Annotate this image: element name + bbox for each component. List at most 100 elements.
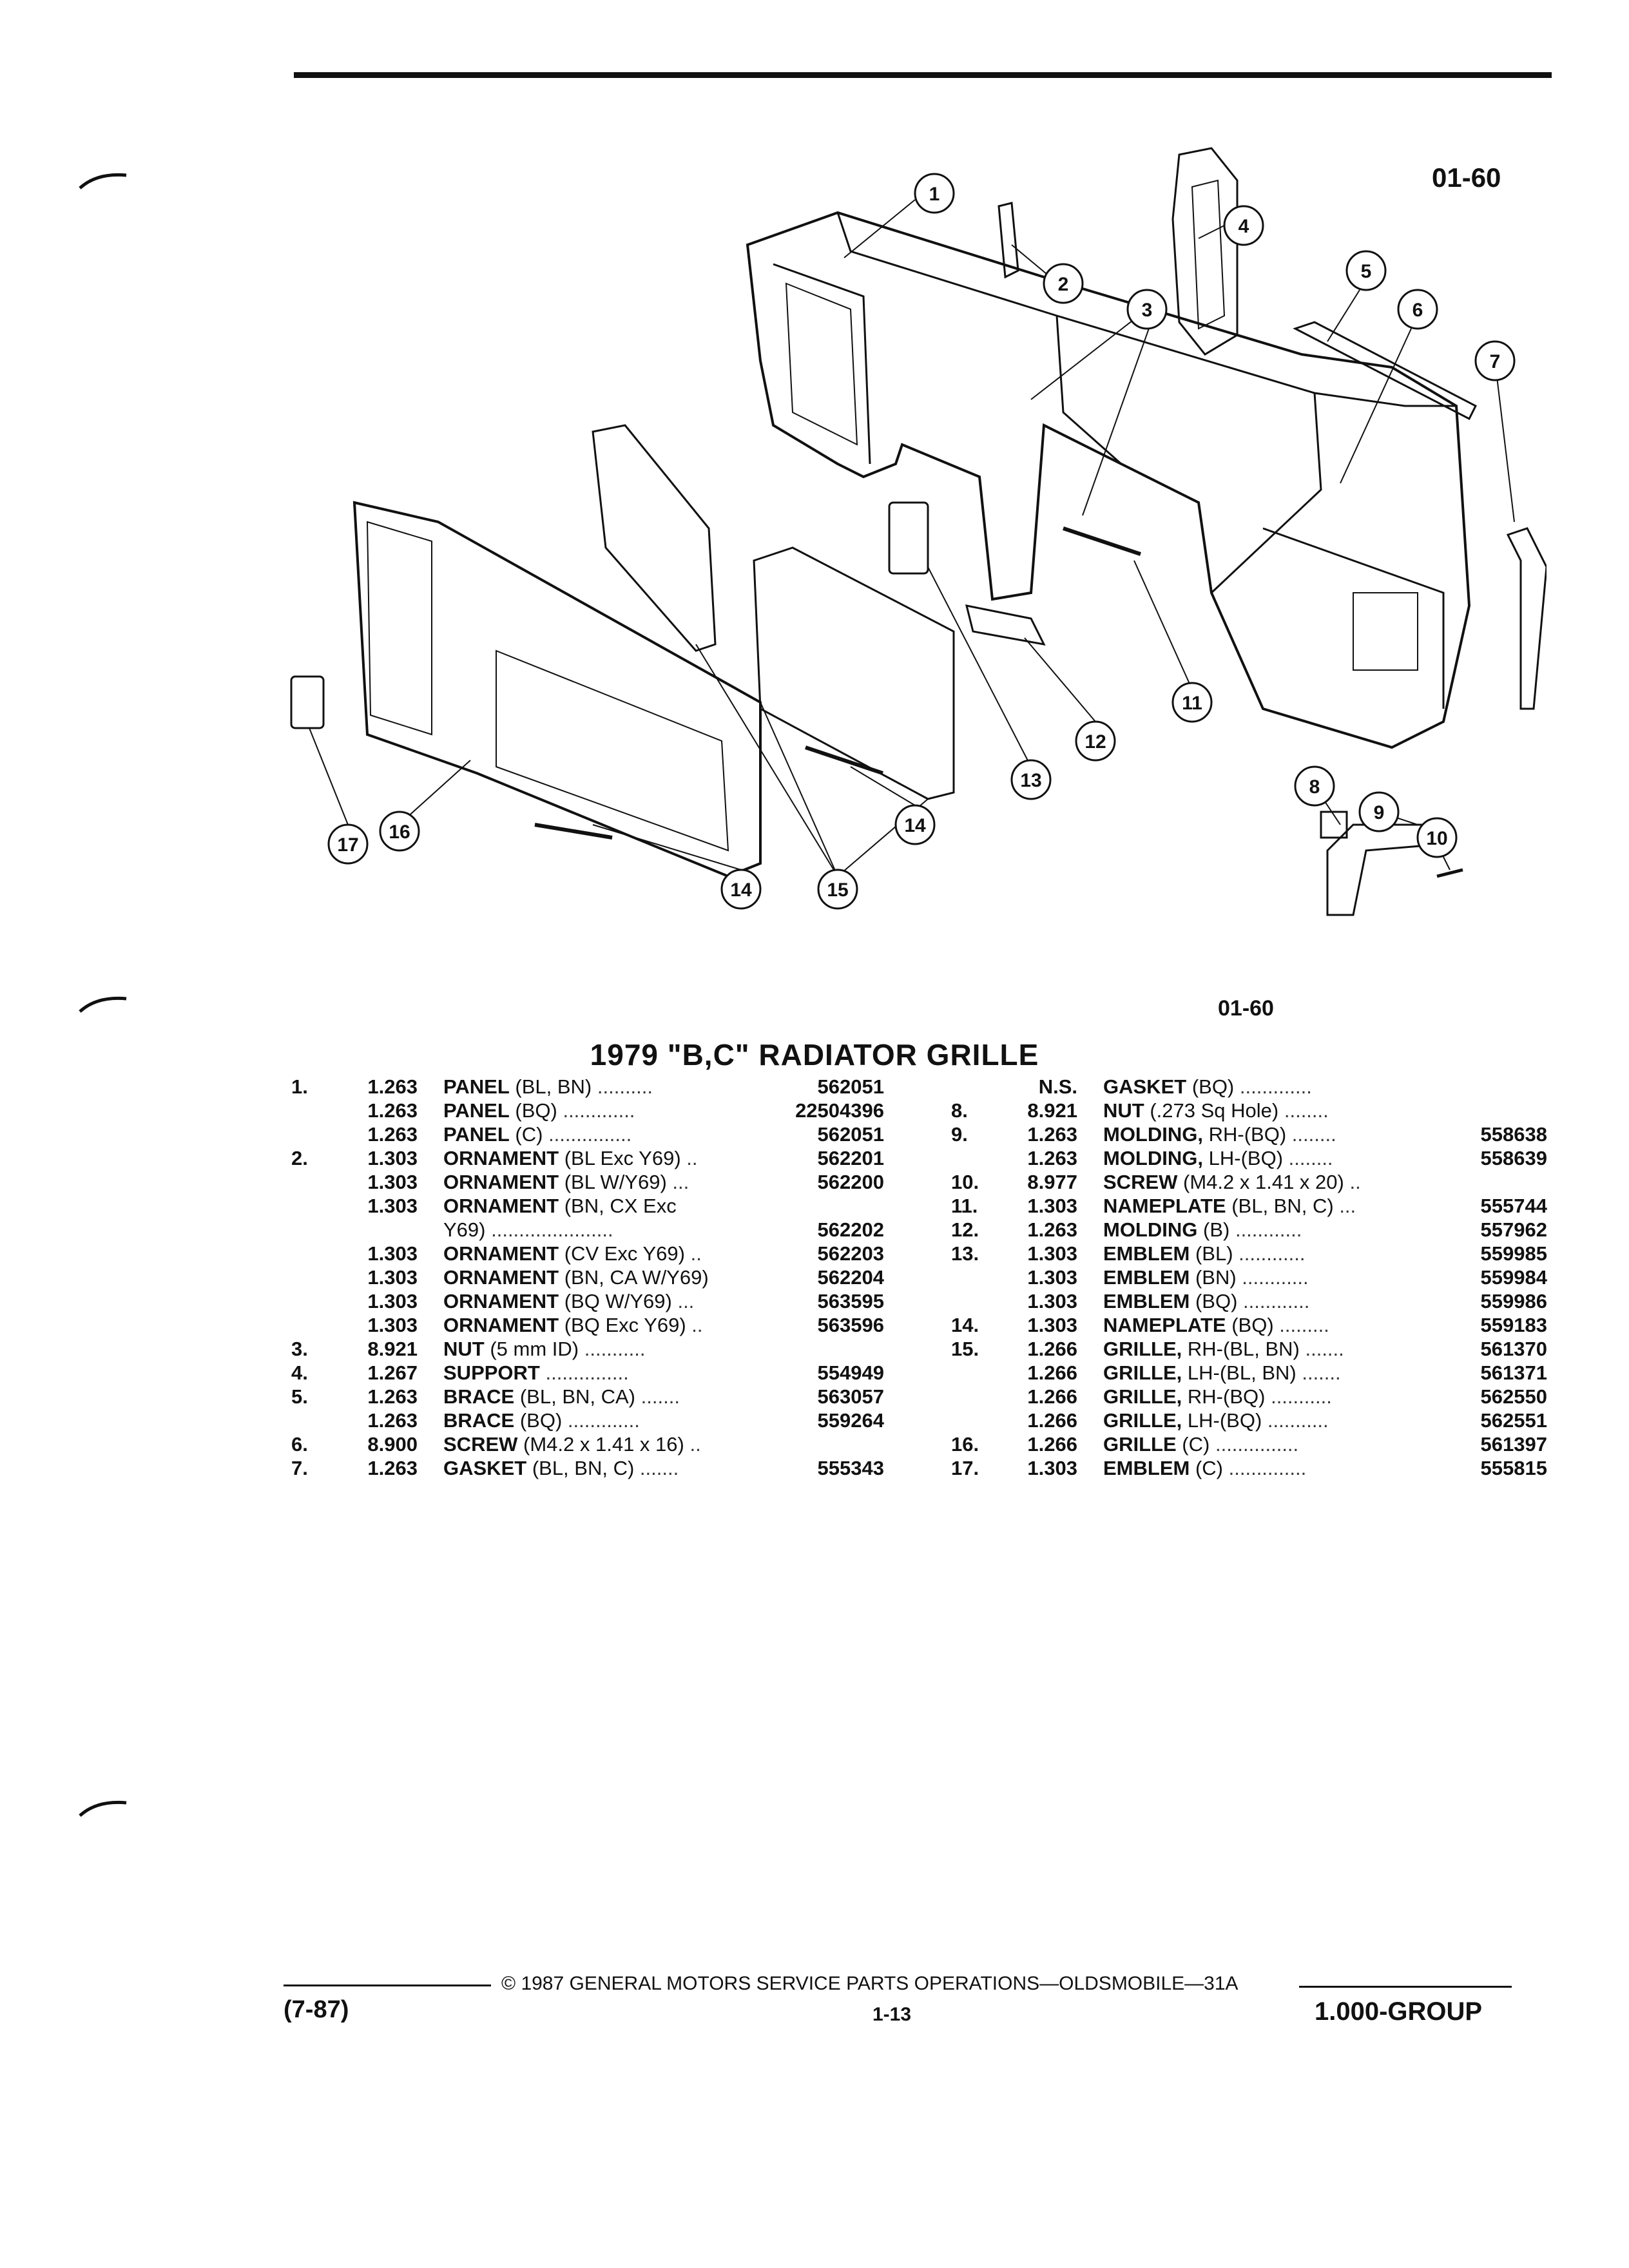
- part-number: 562550: [1480, 1385, 1547, 1408]
- callout: 4: [1223, 205, 1264, 246]
- exploded-parts-diagram: 1 2 3 4 5 6 7 8 9 10 11 12 13 14 14 15 1…: [290, 147, 1547, 916]
- footer-rule: [1299, 1986, 1512, 1988]
- group-code: 1.303: [367, 1266, 418, 1289]
- callout: 14: [894, 804, 936, 845]
- part-name: GRILLE,: [1103, 1409, 1182, 1432]
- part-name: ORNAMENT: [443, 1242, 559, 1265]
- part-name: GRILLE,: [1103, 1338, 1182, 1360]
- group-code: 1.263: [367, 1099, 418, 1122]
- group-code: 1.263: [367, 1457, 418, 1479]
- item-number: 12.: [951, 1218, 979, 1241]
- part-spec: (M4.2 x 1.41 x 20): [1183, 1171, 1344, 1193]
- part-spec: (BQ): [519, 1409, 563, 1432]
- leader-dots: ...: [677, 1290, 695, 1312]
- part-description: MOLDING, LH-(BQ) ........: [1103, 1146, 1451, 1170]
- part-description: ORNAMENT (BL Exc Y69) ..: [443, 1146, 787, 1170]
- svg-text:14: 14: [730, 879, 752, 901]
- part-name: EMBLEM: [1103, 1242, 1190, 1265]
- nameplate-part: [805, 745, 883, 775]
- part-name: NUT: [443, 1338, 485, 1360]
- group-code: 1.263: [367, 1123, 418, 1146]
- group-code: N.S.: [1038, 1075, 1077, 1098]
- leader-dots: ......................: [491, 1218, 613, 1241]
- part-number: 555815: [1480, 1457, 1547, 1479]
- group-code: 1.266: [1027, 1338, 1077, 1360]
- group-code: 1.266: [1027, 1385, 1077, 1408]
- ornament-part: [998, 202, 1019, 279]
- leader-lines: [309, 199, 1515, 877]
- item-number: 8.: [951, 1099, 968, 1122]
- part-spec: (BN): [1195, 1266, 1237, 1289]
- part-spec: (BQ): [1231, 1314, 1274, 1336]
- svg-text:17: 17: [337, 834, 358, 856]
- part-spec: (BL): [1195, 1242, 1233, 1265]
- footer-group: 1.000-GROUP: [1315, 1997, 1483, 2026]
- callout: 9: [1358, 791, 1400, 832]
- group-code: 1.303: [367, 1195, 418, 1217]
- part-description: PANEL (C) ...............: [443, 1122, 787, 1146]
- footer-rule: [284, 1984, 491, 1986]
- leader-dots: ..: [690, 1242, 702, 1265]
- svg-text:11: 11: [1182, 693, 1202, 714]
- part-spec: (BL, BN, CA): [519, 1385, 636, 1408]
- leader-dots: ............: [1239, 1242, 1306, 1265]
- emblem-part: [888, 501, 929, 575]
- part-spec: Y69): [443, 1218, 486, 1241]
- callout: 14: [720, 869, 762, 910]
- part-spec: (BQ Exc Y69): [564, 1314, 686, 1336]
- part-number: 562551: [1480, 1409, 1547, 1432]
- part-description: EMBLEM (BQ) ............: [1103, 1289, 1451, 1313]
- nameplate-part: [534, 823, 613, 840]
- group-code: 1.303: [1027, 1242, 1077, 1265]
- item-number: 2.: [291, 1147, 308, 1169]
- part-name: GRILLE: [1103, 1433, 1177, 1456]
- part-spec: (.273 Sq Hole): [1150, 1099, 1279, 1122]
- leader-dots: ..: [689, 1433, 701, 1456]
- leader-dots: ...: [1339, 1195, 1356, 1217]
- part-spec: (BL, BN, C): [532, 1457, 635, 1479]
- part-name: BRACE: [443, 1409, 515, 1432]
- figure-code: 01-60: [1218, 996, 1274, 1021]
- parts-row: Y69) ......................562202: [291, 1218, 884, 1242]
- leader-dots: ........: [1291, 1123, 1336, 1146]
- leader-dots: .............: [567, 1409, 640, 1432]
- leader-dots: ...........: [1271, 1385, 1332, 1408]
- part-number: 555343: [817, 1457, 884, 1479]
- callout: 17: [327, 823, 369, 865]
- callout: 1: [914, 173, 955, 214]
- item-number: 14.: [951, 1314, 979, 1336]
- part-description: MOLDING, RH-(BQ) ........: [1103, 1122, 1451, 1146]
- callout: 6: [1397, 289, 1438, 330]
- page-code: 01-60: [1432, 162, 1501, 193]
- group-code: 1.303: [367, 1314, 418, 1336]
- part-number: 558638: [1480, 1123, 1547, 1146]
- part-description: SCREW (M4.2 x 1.41 x 20) ..: [1103, 1170, 1451, 1194]
- part-spec: (M4.2 x 1.41 x 16): [523, 1433, 684, 1456]
- callout: 10: [1416, 817, 1458, 858]
- part-name: PANEL: [443, 1075, 510, 1098]
- part-description: ORNAMENT (BQ Exc Y69) ..: [443, 1313, 787, 1337]
- leader-dots: ............: [1243, 1290, 1310, 1312]
- svg-text:10: 10: [1426, 828, 1447, 849]
- part-number: 557962: [1480, 1218, 1547, 1241]
- part-name: NAMEPLATE: [1103, 1314, 1226, 1336]
- margin-mark: [79, 1800, 127, 1817]
- leader-dots: ..: [691, 1314, 703, 1336]
- part-name: EMBLEM: [1103, 1266, 1190, 1289]
- part-number: 558639: [1480, 1147, 1547, 1169]
- svg-text:14: 14: [904, 815, 926, 836]
